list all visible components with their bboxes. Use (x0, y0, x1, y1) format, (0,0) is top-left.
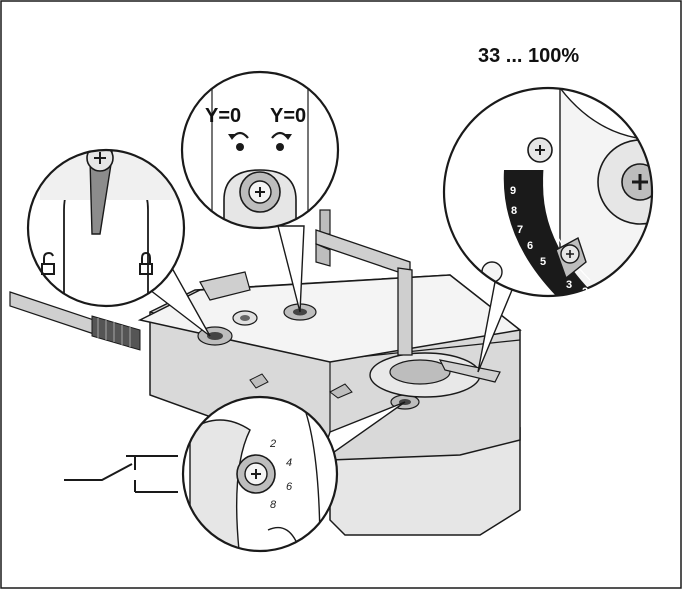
scale-number: 9 (510, 185, 516, 197)
pot-tick: 6 (286, 481, 293, 493)
locked-padlock-icon (139, 251, 153, 275)
range-label: 33 ... 100% (478, 45, 579, 67)
leader-lines (148, 225, 513, 464)
unlocked-padlock-icon (41, 251, 55, 275)
switch-contact-icon (64, 455, 178, 493)
label-y-right: Y=0 (270, 105, 306, 127)
pot-tick: 8 (270, 499, 277, 511)
scale-number: 2 (582, 286, 588, 298)
cable (9, 291, 141, 351)
rotate-clockwise-icon (271, 131, 292, 151)
pot-tick: 4 (286, 457, 292, 469)
scale-number: 5 (540, 256, 546, 268)
detail-range-scale: 9 8 7 6 5 3 2 (442, 86, 654, 298)
rotate-counterclockwise-icon (228, 131, 249, 151)
detail-lock-lever (26, 148, 186, 308)
scale-number: 3 (566, 279, 572, 291)
crank-tool (315, 209, 413, 356)
pot-tick: 2 (269, 438, 276, 450)
detail-potentiometer: 2 4 6 8 (181, 395, 339, 553)
scale-number: 8 (511, 205, 517, 217)
scale-number: 6 (527, 240, 533, 252)
detail-direction-switch: Y=0 Y=0 (180, 70, 340, 230)
label-y-left: Y=0 (205, 105, 241, 127)
scale-number: 7 (517, 224, 523, 236)
